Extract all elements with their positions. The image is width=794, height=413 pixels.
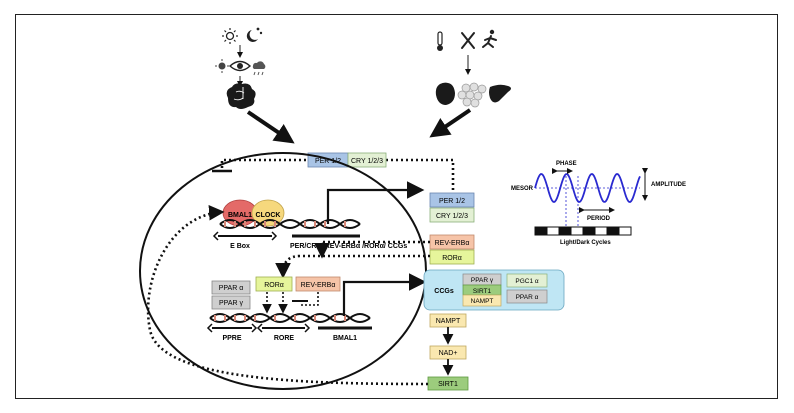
- sirt1-feedback: [146, 204, 429, 386]
- cry123-box-right: [429, 207, 475, 223]
- per12-box-right: [429, 192, 475, 208]
- ccg-sirt1-label: SIRT1: [473, 288, 492, 295]
- ccg-ppar-a-box: [506, 289, 548, 304]
- ebox-label: E Box: [230, 243, 250, 250]
- reverb-inner-label: REV-ERBα: [301, 282, 336, 289]
- sun-icon: [222, 28, 238, 44]
- weather-icon: [252, 61, 266, 76]
- nad-label: NAD+: [439, 350, 458, 357]
- eye-icon: [228, 60, 252, 72]
- moon-icon: [246, 30, 258, 42]
- ppar-g-box-left: [211, 295, 251, 310]
- nampt-label: NAMPT: [436, 318, 461, 325]
- ccgs-label: CCGs: [434, 288, 454, 295]
- clock-blob: [251, 199, 285, 227]
- cry123-top-label: CRY 1/2/3: [351, 158, 383, 165]
- rora-right-label: RORα: [442, 255, 462, 262]
- ppar-a-box-left: [211, 280, 251, 295]
- reverb-right-label: REV-ERBα: [435, 240, 470, 247]
- liver-icon: [489, 84, 511, 103]
- per12-top-label: PER 1/2: [315, 158, 341, 165]
- rore-label: RORE: [274, 335, 295, 342]
- ccg-ppar-a-label: PPAR α: [516, 294, 539, 301]
- targets-label: PER/CRY/ REV-ERBα /RORα/ CCGs: [290, 243, 407, 250]
- light-dark-bar: [534, 226, 632, 236]
- dot-stars-icon: [256, 27, 263, 35]
- cry123-box-top: [347, 152, 387, 168]
- per12-right-label: PER 1/2: [439, 198, 465, 205]
- fat-cells-icon: [457, 82, 487, 108]
- rora-box-inner: [255, 276, 293, 292]
- ccg-ppar-g-label: PPAR γ: [471, 277, 494, 284]
- light-dark-label: Light/Dark Cycles: [560, 240, 611, 246]
- amplitude-label: AMPLITUDE: [651, 182, 686, 188]
- reverb-box-inner: [295, 276, 341, 292]
- ppre-label: PPRE: [222, 335, 241, 342]
- ccg-nampt-box: [462, 294, 502, 307]
- transcription-arrow: [326, 181, 425, 224]
- brain-icon: [226, 83, 256, 109]
- bmal1-label: BMAL1: [228, 212, 252, 219]
- fork-knife-icon: [461, 32, 475, 49]
- rora-inner-label: RORα: [264, 282, 284, 289]
- bmal1-gene-label: BMAL1: [333, 335, 357, 342]
- figure-frame: [15, 14, 778, 399]
- ccg-nampt-label: NAMPT: [471, 298, 494, 305]
- ppar-g-left-label: PPAR γ: [219, 300, 243, 307]
- sirt1-label: SIRT1: [438, 381, 458, 388]
- mesor-label: MESOR: [511, 186, 534, 192]
- heart-icon: [435, 82, 455, 105]
- clock-label: CLOCK: [256, 212, 281, 219]
- ccg-pgc1a-label: PGC1 α: [515, 278, 539, 285]
- thermometer-icon: [437, 31, 443, 51]
- light-icon: [215, 59, 229, 73]
- phase-label: PHASE: [556, 161, 577, 167]
- ccg-pgc1a-box: [506, 273, 548, 288]
- dna-ebox: [219, 219, 361, 229]
- cry123-right-label: CRY 1/2/3: [436, 213, 468, 220]
- bmal1-transcription-arrow: [342, 273, 427, 316]
- ppar-a-left-label: PPAR α: [219, 285, 244, 292]
- period-label: PERIOD: [587, 216, 611, 222]
- circadian-wave: [534, 173, 641, 230]
- running-icon: [482, 29, 497, 48]
